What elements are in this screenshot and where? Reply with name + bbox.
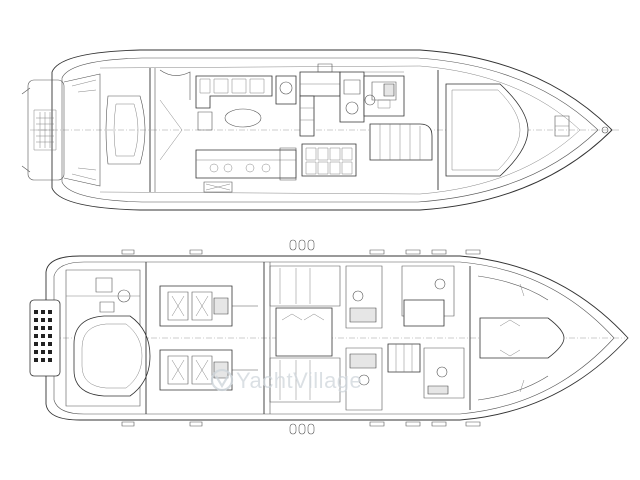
forward-vberth [480,318,564,358]
lower-deck-hull-outline [46,256,628,420]
main-deck-hull-outline [52,50,612,210]
watermark-text: YachtVillage [236,368,362,393]
foredeck-sunpad [446,84,528,176]
port-engine [160,286,258,326]
tender-boat [74,316,150,396]
portholes-bottom [290,424,314,434]
main-deck-plan [22,50,620,210]
lower-deck-plan [30,240,628,434]
portholes-top [290,240,314,250]
guest-cabin-bed [404,300,444,326]
watermark: YachtVillage [212,368,362,393]
salon-sofa [196,76,272,108]
aft-cabin-bed [276,308,332,356]
